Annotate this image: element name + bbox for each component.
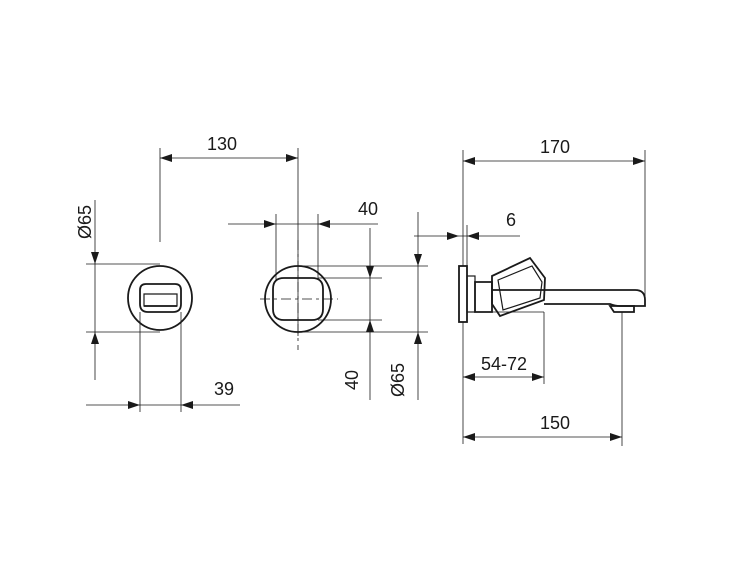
dim-wall-depth: 54-72 [462, 312, 545, 444]
dim-rough-diameter: Ø65 [298, 212, 428, 400]
dim-spout-reach: 150 [463, 312, 623, 446]
side-view-mixer [458, 256, 646, 323]
dim-front-diameter: Ø65 [75, 200, 160, 380]
label-spout-length: 170 [540, 137, 570, 157]
label-spout-reach: 150 [540, 413, 570, 433]
label-wall-depth: 54-72 [481, 354, 527, 374]
dim-plate-height: 40 [318, 228, 382, 400]
dim-spout-length: 170 [462, 137, 646, 296]
label-rough-diameter: Ø65 [388, 363, 408, 397]
label-front-diameter: Ø65 [75, 205, 95, 239]
front-view-handle [127, 265, 193, 331]
label-plate-width: 40 [358, 199, 378, 219]
label-handle-width: 39 [214, 379, 234, 399]
dim-plate-thickness: 6 [414, 210, 520, 266]
dim-handle-width: 39 [86, 312, 240, 412]
dim-plate-width: 40 [228, 199, 378, 280]
label-plate-height: 40 [342, 370, 362, 390]
label-plate-thickness: 6 [506, 210, 516, 230]
label-center-distance: 130 [207, 134, 237, 154]
rough-in-plate-view [260, 240, 338, 350]
